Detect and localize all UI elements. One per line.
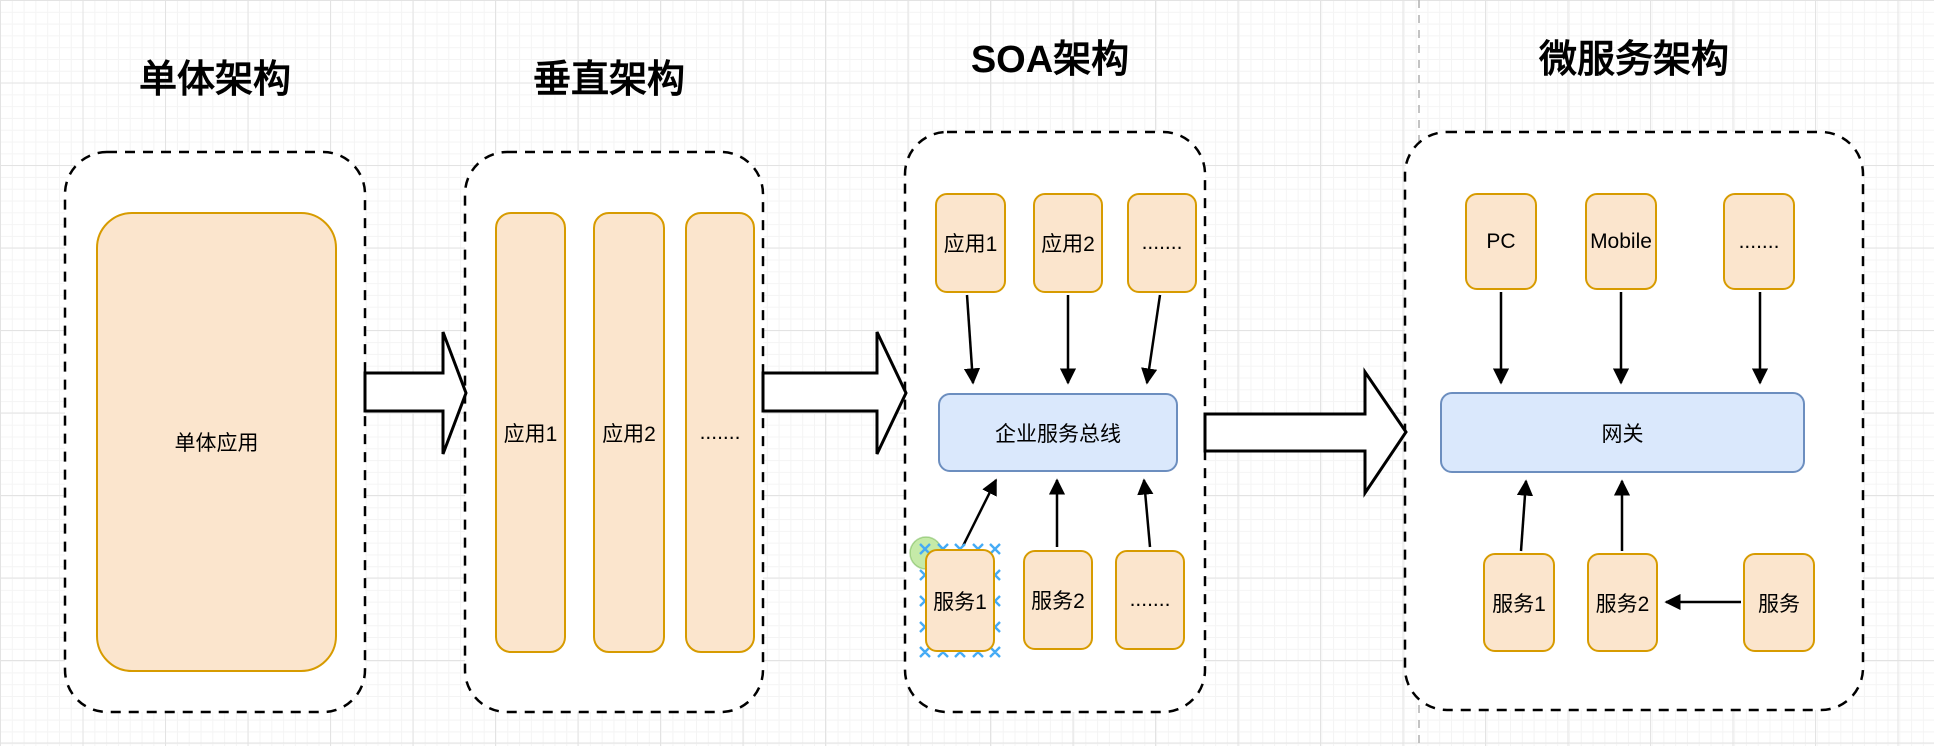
micro-service2-box[interactable]: 服务2	[1587, 553, 1658, 652]
title-micro[interactable]: 微服务架构	[1538, 39, 1730, 81]
micro-mobile-box[interactable]: Mobile	[1585, 193, 1657, 290]
soa-app-more-box[interactable]: .......	[1127, 193, 1197, 293]
soa-app3-to-bus-arrow[interactable]	[1141, 294, 1162, 385]
transition-arrow-2[interactable]	[761, 331, 908, 455]
micro-gateway-box[interactable]: 网关	[1440, 392, 1805, 473]
title-monolith[interactable]: 单体架构	[138, 59, 292, 101]
soa-service2-box[interactable]: 服务2	[1023, 550, 1093, 650]
micro-service1-to-gateway-arrow[interactable]	[1516, 479, 1534, 552]
soa-service3-to-bus-arrow[interactable]	[1137, 478, 1154, 548]
micro-service-box[interactable]: 服务	[1743, 553, 1815, 652]
vertical-column-more[interactable]: .......	[685, 212, 755, 653]
transition-arrow-3[interactable]	[1203, 367, 1408, 498]
micro-pc-box[interactable]: PC	[1465, 193, 1537, 290]
monolith-app-box[interactable]: 单体应用	[96, 212, 337, 672]
vertical-column-app2[interactable]: 应用2	[593, 212, 665, 653]
vertical-column-app1[interactable]: 应用1	[495, 212, 566, 653]
micro-service1-box[interactable]: 服务1	[1483, 553, 1555, 652]
soa-service-more-box[interactable]: .......	[1115, 550, 1185, 650]
micro-more-box[interactable]: .......	[1723, 193, 1795, 290]
soa-service1-to-bus-arrow[interactable]	[961, 478, 998, 547]
soa-enterprise-service-bus[interactable]: 企业服务总线	[938, 393, 1178, 472]
soa-service1-box[interactable]: 服务1	[925, 549, 995, 652]
soa-app2-box[interactable]: 应用2	[1033, 193, 1103, 293]
title-vertical[interactable]: 垂直架构	[532, 59, 686, 101]
soa-app1-box[interactable]: 应用1	[935, 193, 1006, 293]
title-soa[interactable]: SOA架构	[970, 39, 1130, 81]
soa-app1-to-bus-arrow[interactable]	[963, 294, 981, 385]
transition-arrow-1[interactable]	[363, 331, 468, 455]
